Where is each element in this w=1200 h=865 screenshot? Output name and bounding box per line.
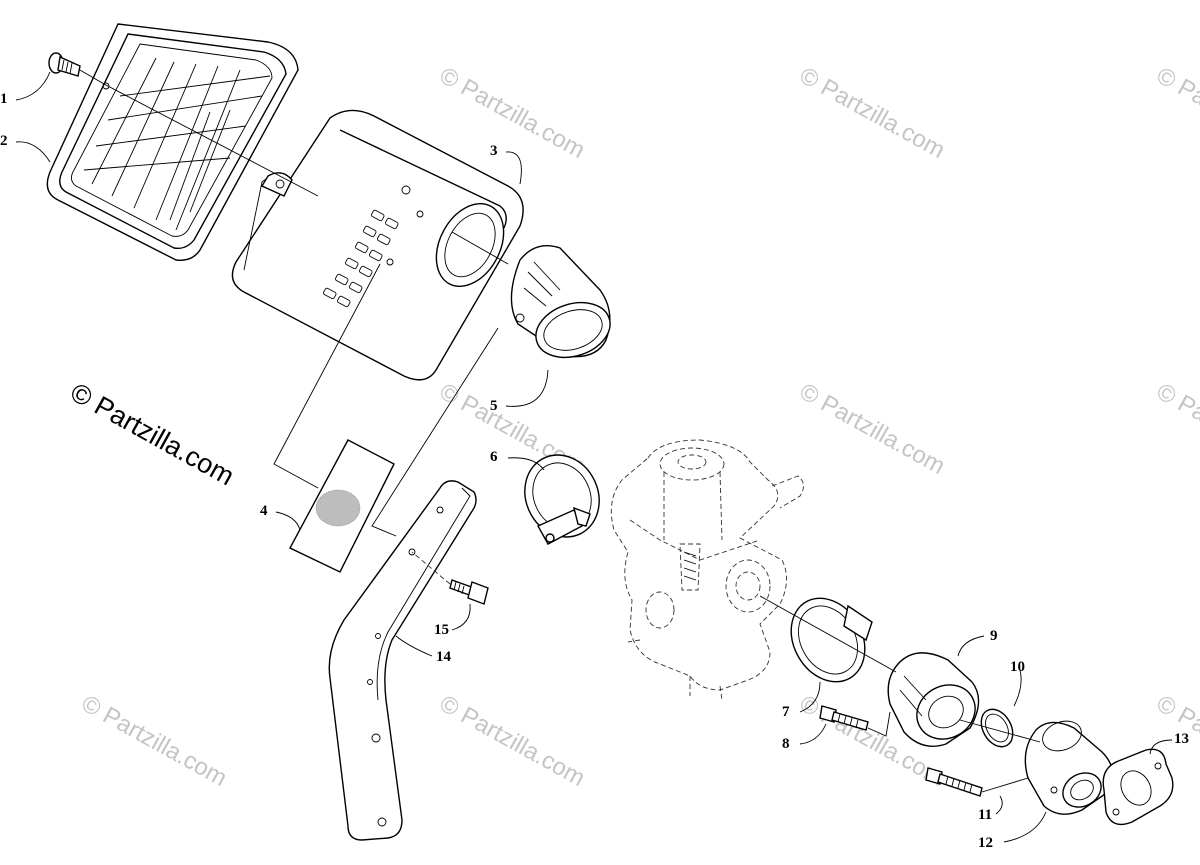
callout-2: 2 bbox=[0, 133, 8, 149]
carburetor-reference bbox=[610, 439, 804, 701]
callout-11: 11 bbox=[978, 807, 993, 823]
callout-6: 6 bbox=[490, 449, 498, 465]
part-5-intake-boot bbox=[510, 245, 611, 359]
callout-9: 9 bbox=[990, 628, 998, 644]
callout-10: 10 bbox=[1010, 659, 1025, 675]
callout-4: 4 bbox=[260, 503, 268, 519]
part-9-intake-adapter bbox=[887, 652, 980, 747]
part-7-clamp bbox=[790, 597, 873, 683]
part-14-bracket bbox=[328, 480, 477, 841]
part-12-intake-manifold bbox=[1024, 720, 1114, 815]
part-6-hose-clamp bbox=[524, 454, 600, 545]
callout-3: 3 bbox=[490, 143, 498, 159]
callout-8: 8 bbox=[782, 736, 790, 752]
part-10-o-ring bbox=[980, 708, 1014, 748]
leader-lines bbox=[15, 71, 1173, 843]
part-1-screw bbox=[48, 52, 110, 90]
callout-14: 14 bbox=[436, 649, 451, 665]
callout-5: 5 bbox=[490, 398, 498, 414]
callout-7: 7 bbox=[782, 704, 790, 720]
callout-12: 12 bbox=[978, 835, 993, 851]
part-8-bolt bbox=[819, 705, 869, 731]
part-11-bolt bbox=[925, 767, 983, 797]
callout-13: 13 bbox=[1174, 731, 1189, 747]
assembly-lines bbox=[103, 83, 1041, 793]
callout-1: 1 bbox=[0, 91, 8, 107]
part-3-airbox-cover bbox=[231, 109, 524, 381]
part-13-gasket bbox=[1102, 748, 1174, 826]
part-2-filter-frame bbox=[46, 23, 299, 261]
part-15-bolt bbox=[411, 551, 489, 605]
callout-15: 15 bbox=[434, 622, 449, 638]
part-4-filter-screen bbox=[289, 439, 395, 573]
